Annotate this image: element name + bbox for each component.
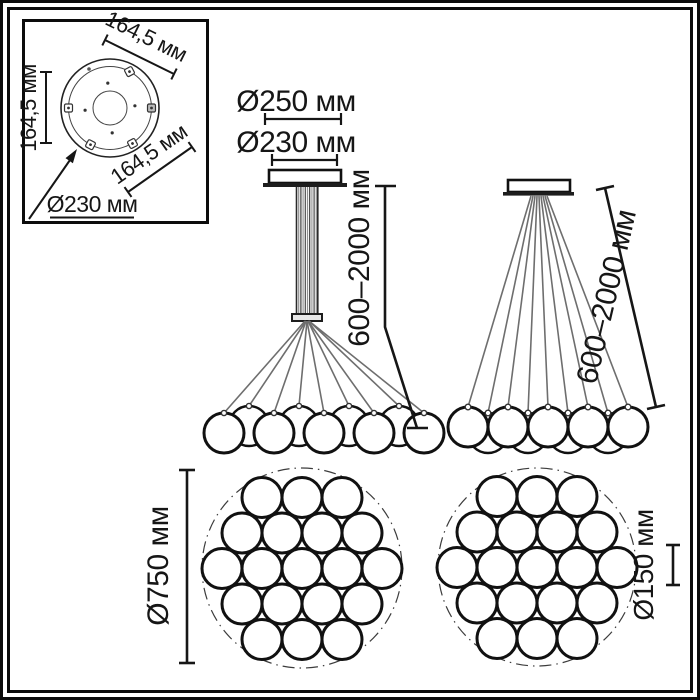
dimension-plate-diameter	[28, 149, 134, 220]
cable-bundle	[295, 187, 319, 315]
screw-dot	[133, 104, 137, 108]
canopy-inner-diameter-label: Ø230 мм	[236, 126, 355, 159]
screw-dot	[83, 108, 87, 112]
dimension-height-spread	[595, 184, 666, 411]
ball-diameter-label: Ø150 мм	[628, 509, 659, 620]
front-view-bundled: Ø250 мм Ø230 мм	[202, 85, 446, 455]
fan-cables	[223, 320, 425, 414]
dimension-canopy-inner	[270, 154, 339, 166]
cluster-diameter-label: Ø750 мм	[142, 506, 175, 625]
dimension-spacing-left	[40, 71, 52, 144]
bottom-view-cluster-750: Ø750 мм	[142, 467, 404, 669]
canopy-body	[506, 178, 572, 194]
ball-connectors	[220, 402, 428, 417]
ceiling-plate-top-view	[60, 58, 160, 158]
dimension-spacing-top	[101, 34, 178, 80]
ball-connectors	[464, 403, 632, 417]
ball-cluster-spread-view	[446, 405, 650, 455]
bottom-view-cluster-150: Ø150 мм	[435, 467, 680, 667]
spread-cables	[467, 195, 629, 414]
arrowhead	[65, 149, 77, 164]
height-range-spread-label: 600–2000 мм	[571, 207, 643, 387]
cable-collar	[291, 313, 323, 322]
ball-grid	[435, 475, 639, 660]
spacing-left-label: 164,5 мм	[16, 64, 41, 151]
screw-dot	[106, 81, 110, 85]
canopy-outer-diameter-label: Ø250 мм	[236, 85, 355, 118]
plate-outer-circle	[60, 58, 160, 158]
canopy-base-plate	[503, 192, 574, 196]
dimension-height-front	[375, 184, 428, 430]
front-view-spread: 600–2000 мм	[446, 178, 666, 455]
screw-dot	[110, 131, 114, 135]
inner-frame	[7, 7, 693, 693]
ball-cluster-front-view	[202, 404, 446, 455]
inset-top-view: 164,5 мм 164,5 мм 164,5 мм Ø230 мм	[16, 6, 209, 224]
canopy-body	[267, 168, 343, 185]
height-range-front-label: 600–2000 мм	[343, 169, 376, 347]
plate-diameter-label: Ø230 мм	[47, 191, 138, 217]
dimension-ball-diameter	[666, 543, 680, 587]
ball-grid	[200, 476, 404, 661]
cable-clips	[63, 66, 157, 151]
plate-center-hole	[92, 90, 128, 126]
plate-dot	[87, 67, 91, 71]
dimension-cluster-diameter	[179, 468, 195, 665]
canopy-base-plate	[263, 183, 347, 187]
dimension-canopy-outer	[263, 113, 343, 125]
dimension-spacing-bottom	[123, 141, 197, 198]
